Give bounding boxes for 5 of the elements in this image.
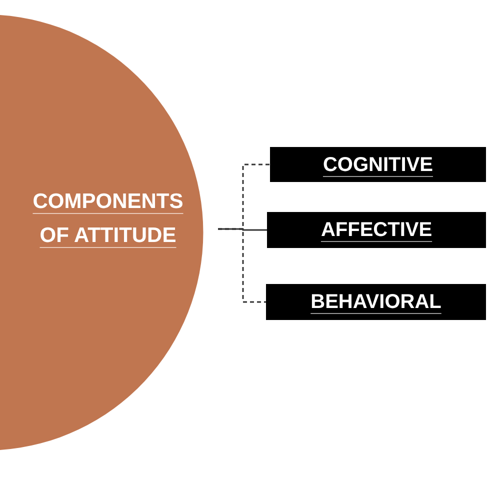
label-box: BEHAVIORAL <box>266 284 486 320</box>
label-box: COGNITIVE <box>270 147 486 182</box>
connector-line <box>218 228 266 303</box>
heading-text: COMPONENTS OF ATTITUDE <box>32 189 184 249</box>
label-box: AFFECTIVE <box>267 212 486 248</box>
